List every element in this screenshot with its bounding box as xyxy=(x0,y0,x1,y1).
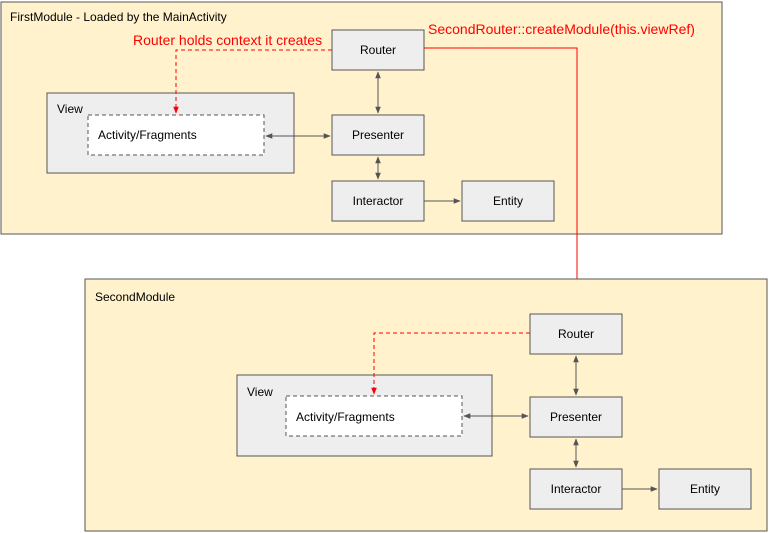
first-activity-box xyxy=(87,114,265,156)
first-router-label: Router xyxy=(360,43,396,57)
first-router-activity-dashed-arrow xyxy=(173,49,332,114)
first-activity-label: Activity/Fragments xyxy=(98,128,197,142)
first-entity-box xyxy=(461,180,555,222)
second-router-activity-dashed-arrow xyxy=(371,332,530,395)
second-presenter-box xyxy=(529,396,623,438)
second-activity-label: Activity/Fragments xyxy=(296,410,395,424)
second-entity-box xyxy=(658,468,752,510)
second-activity-box xyxy=(285,395,463,437)
first-presenter-label: Presenter xyxy=(352,128,404,142)
second-module: SecondModule View Activity/Fragments Rou… xyxy=(84,278,768,532)
second-router-label: Router xyxy=(558,327,594,341)
first-module: FirstModule - Loaded by the MainActivity… xyxy=(0,1,723,235)
first-presenter-box xyxy=(331,114,425,156)
first-interactor-label: Interactor xyxy=(353,194,404,208)
router-context-annotation: Router holds context it creates xyxy=(133,32,322,48)
first-router-box xyxy=(331,29,425,71)
second-interactor-label: Interactor xyxy=(551,482,602,496)
create-module-call-label: SecondRouter::createModule(this.viewRef) xyxy=(428,21,695,37)
first-view-label: View xyxy=(57,102,83,116)
second-presenter-label: Presenter xyxy=(550,410,602,424)
second-entity-label: Entity xyxy=(690,482,720,496)
second-router-box xyxy=(529,313,623,355)
second-interactor-box xyxy=(529,468,623,510)
create-module-arrow xyxy=(424,47,580,313)
first-entity-label: Entity xyxy=(493,194,523,208)
second-module-title: SecondModule xyxy=(95,290,175,304)
first-module-title: FirstModule - Loaded by the MainActivity xyxy=(10,10,227,24)
second-view-label: View xyxy=(247,385,273,399)
